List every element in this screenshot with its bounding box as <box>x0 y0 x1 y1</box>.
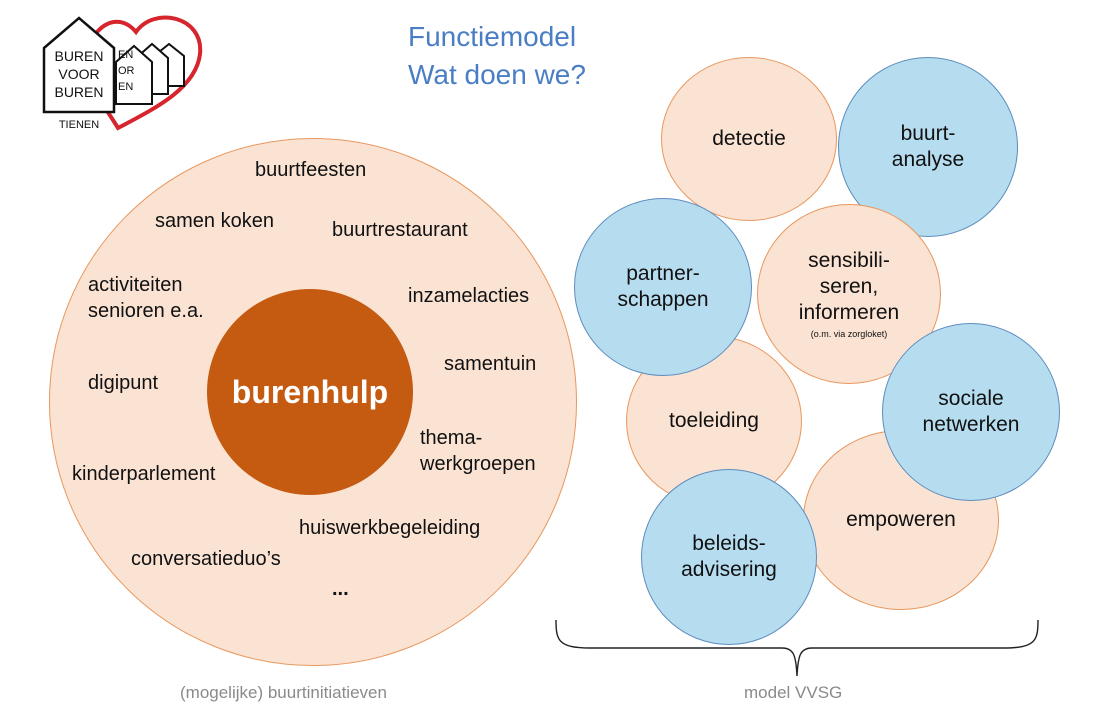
label-sociale-netwerken: sociale netwerken <box>922 387 1020 436</box>
caption-initiatives: (mogelijke) buurtinitiatieven <box>180 683 387 702</box>
logo-back-text-1: EN <box>118 49 133 61</box>
item-samentuin: samentuin <box>444 353 537 375</box>
logo: BUREN VOOR BUREN EN OR EN TIENEN <box>36 8 211 138</box>
logo-back-text-2: OR <box>118 65 135 77</box>
logo-text-1: BUREN <box>54 48 103 64</box>
title-line-2: Wat doen we? <box>408 59 586 90</box>
item-buurtrestaurant: buurtrestaurant <box>332 219 468 241</box>
item-ellipsis: ... <box>332 578 349 600</box>
house-icon-1 <box>42 16 116 114</box>
circle-sociale-netwerken: sociale netwerken <box>882 323 1060 501</box>
item-samen-koken: samen koken <box>155 210 274 232</box>
circle-detectie: detectie <box>661 57 837 221</box>
circle-beleidsadvisering: beleids- advisering <box>641 469 817 645</box>
core-circle: burenhulp <box>207 289 413 495</box>
label-detectie: detectie <box>712 127 786 150</box>
label-empoweren: empoweren <box>846 508 956 531</box>
label-partnerschappen: partner- schappen <box>617 262 709 311</box>
label-sensibiliseren-wrap: sensibili- seren, informeren (o.m. via z… <box>799 248 899 340</box>
core-label: burenhulp <box>231 374 389 410</box>
item-inzamelacties: inzamelacties <box>408 285 530 307</box>
label-buurtanalyse: buurt- analyse <box>891 122 965 171</box>
item-buurtfeesten: buurtfeesten <box>255 159 367 181</box>
page-title: Functiemodel Wat doen we? <box>408 18 586 94</box>
curly-brace <box>555 619 1039 677</box>
logo-place: TIENEN <box>59 119 99 131</box>
house-icon-2 <box>115 44 153 105</box>
circle-partnerschappen: partner- schappen <box>574 198 752 376</box>
logo-graphic: BUREN VOOR BUREN EN OR EN TIENEN <box>42 15 203 131</box>
item-conversatieduos: conversatieduo’s <box>131 548 281 570</box>
item-activiteiten: activiteiten senioren e.a. <box>88 274 204 322</box>
label-beleidsadvisering: beleids- advisering <box>681 532 777 581</box>
label-sensibiliseren-note: (o.m. via zorgloket) <box>810 329 888 339</box>
item-digipunt: digipunt <box>88 372 159 394</box>
label-toeleiding: toeleiding <box>669 409 759 432</box>
logo-text-2: VOOR <box>58 66 99 82</box>
item-kinderparlement: kinderparlement <box>72 463 216 485</box>
logo-text-3: BUREN <box>54 84 103 100</box>
label-sensibiliseren: sensibili- seren, informeren <box>798 249 900 324</box>
item-thema-werkgroepen: thema- werkgroepen <box>420 427 536 475</box>
logo-back-text-3: EN <box>118 81 133 93</box>
caption-vvsg: model VVSG <box>744 683 843 702</box>
title-line-1: Functiemodel <box>408 21 577 52</box>
item-huiswerkbegeleiding: huiswerkbegeleiding <box>299 517 481 539</box>
